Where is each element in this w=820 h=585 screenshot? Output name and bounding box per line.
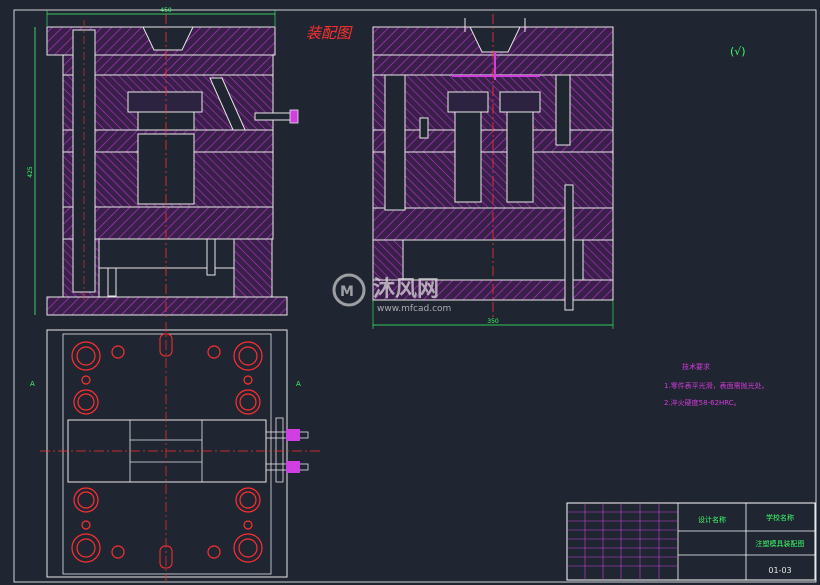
title-block-drawing-number: 01-03 xyxy=(768,566,791,575)
title-block-company: 设计名称 xyxy=(698,515,726,524)
watermark-logo-letter: M xyxy=(340,284,354,300)
watermark-brand: 沐风网 xyxy=(373,277,439,302)
dim-top-width: 450 xyxy=(160,7,172,14)
tech-req-line-2: 2.淬火硬度58-62HRC。 xyxy=(664,398,741,407)
front-section-view xyxy=(46,14,299,320)
sheet-frame xyxy=(13,9,817,583)
title-block-drawing-title: 注塑模具装配图 xyxy=(756,539,805,548)
watermark: M 沐风网 www.mfcad.com xyxy=(332,273,451,314)
tech-req-heading: 技术要求 xyxy=(682,362,710,371)
section-mark-right: A xyxy=(296,380,301,388)
front-dimensions: 450 425 xyxy=(27,7,276,315)
plan-view xyxy=(40,322,320,582)
dim-height: 425 xyxy=(27,166,34,178)
drawing-title-label: 装配图 xyxy=(306,24,353,42)
title-block: 设计名称 学校名称 注塑模具装配图 01-03 xyxy=(566,502,816,581)
side-dimensions: 350 xyxy=(372,300,614,329)
side-section-view xyxy=(372,14,614,320)
dim-side-width: 350 xyxy=(487,318,499,325)
tech-req-line-1: 1.零件表平光滑，表面需抛光处。 xyxy=(664,381,769,390)
surface-finish-symbol: (√) xyxy=(730,45,746,58)
title-block-school: 学校名称 xyxy=(766,513,794,522)
section-mark-left: A xyxy=(30,380,35,388)
watermark-url: www.mfcad.com xyxy=(377,304,451,314)
